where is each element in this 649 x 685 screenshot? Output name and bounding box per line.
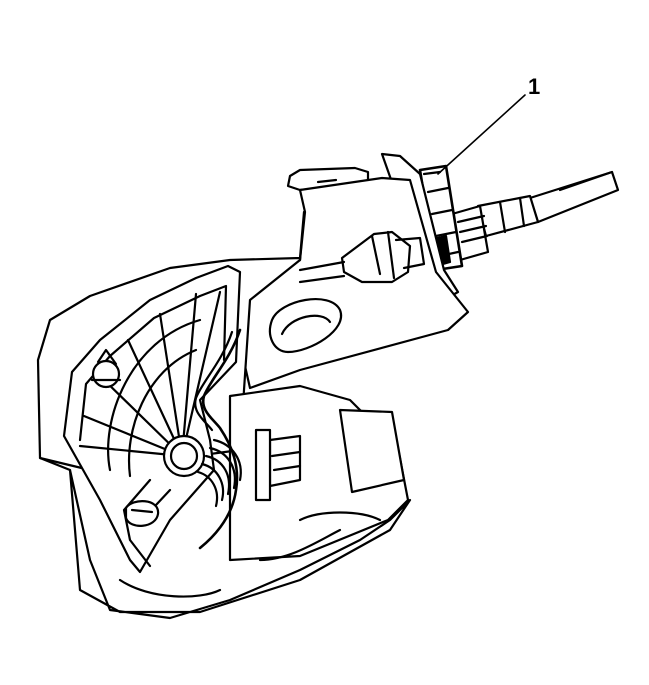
stop-pin xyxy=(90,348,122,389)
sensor-module xyxy=(228,384,410,562)
base-frame xyxy=(68,468,412,620)
return-spring xyxy=(194,328,242,550)
callout-1-leader xyxy=(437,94,526,175)
cable xyxy=(528,170,620,224)
cable-end-fitting xyxy=(450,194,540,262)
cable-eyelet xyxy=(298,230,426,284)
mounting-bracket xyxy=(228,152,470,390)
pedal-sector-arm xyxy=(62,264,242,574)
pivot-hub xyxy=(162,434,206,478)
callout-1-label: 1 xyxy=(528,74,540,99)
